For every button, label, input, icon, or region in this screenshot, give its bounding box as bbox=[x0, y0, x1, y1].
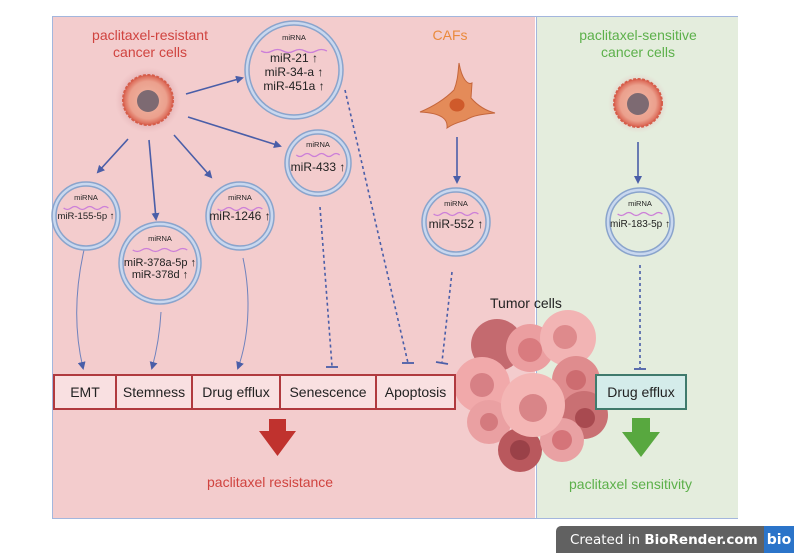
sensitive-cancer-cell-icon bbox=[608, 73, 668, 133]
mirna-name: miR-552 ↑ bbox=[429, 217, 484, 231]
mirna-name: miR-378a-5p ↑ bbox=[124, 257, 196, 269]
inhibit-lines bbox=[319, 89, 641, 368]
inhibit-bars bbox=[326, 361, 646, 370]
mirna-name: miR-21 ↑ bbox=[270, 51, 318, 65]
sensitive-title-line1: paclitaxel-sensitive bbox=[579, 27, 697, 43]
mirna-label: miRNA bbox=[628, 199, 652, 208]
inhibit-v2-senescence bbox=[319, 206, 333, 367]
mirna-name: miR-378d ↑ bbox=[132, 269, 188, 281]
release-arrows bbox=[96, 75, 642, 221]
vesicle-v2: miRNA miR-433 ↑ bbox=[284, 129, 352, 197]
mirna-name: miR-451a ↑ bbox=[263, 79, 324, 93]
outcome-box-row: EMT Stemness Drug efflux Senescence Apop… bbox=[53, 374, 456, 410]
box-senescence: Senescence bbox=[279, 374, 377, 410]
vesicle-v4: miRNA miR-378a-5p ↑miR-378d ↑ bbox=[118, 221, 202, 305]
vesicle-v5: miRNA miR-1246 ↑ bbox=[205, 181, 275, 251]
box-stemness: Stemness bbox=[115, 374, 193, 410]
mirna-label: miRNA bbox=[148, 234, 172, 243]
vesicle-membrane-inner bbox=[52, 182, 120, 250]
mirna-strand-icon bbox=[217, 206, 263, 212]
mirna-strand-icon bbox=[132, 247, 188, 253]
paclitaxel-resistance-label: paclitaxel resistance bbox=[207, 474, 334, 490]
resistance-arrow-icon bbox=[259, 419, 296, 456]
caf-fibroblast-icon bbox=[419, 62, 496, 130]
inhibit-v1-apoptosis bbox=[344, 89, 409, 364]
arrow-to-v5 bbox=[173, 134, 213, 179]
paclitaxel-sensitivity-label: paclitaxel sensitivity bbox=[569, 476, 692, 492]
sensitive-title-line2: cancer cells bbox=[601, 44, 675, 60]
mirna-label: miRNA bbox=[282, 33, 306, 42]
vesicle-v1: miRNA miR-21 ↑miR-34-a ↑miR-451a ↑ bbox=[244, 20, 344, 120]
watermark-brand: BioRender.com bbox=[644, 531, 758, 548]
mirna-name: miR-155-5p ↑ bbox=[57, 211, 114, 222]
vesicle-membrane-inner bbox=[245, 21, 343, 119]
arrow-v5-to-drug-efflux bbox=[236, 257, 249, 370]
mirna-label: miRNA bbox=[444, 199, 468, 208]
sensitivity-arrow-icon bbox=[622, 418, 660, 457]
vesicle-membrane-inner bbox=[206, 182, 274, 250]
mirna-label: miRNA bbox=[306, 140, 330, 149]
arrow-to-v2 bbox=[187, 116, 282, 149]
tumor-cells-cluster-icon bbox=[454, 310, 608, 472]
resistant-cancer-cell-icon bbox=[115, 67, 181, 133]
resistant-title-line2: cancer cells bbox=[113, 44, 187, 60]
arrow-to-v4 bbox=[148, 139, 160, 221]
arrow-to-v1 bbox=[185, 75, 244, 95]
vesicle-membrane-inner bbox=[422, 188, 490, 256]
promote-arrows bbox=[76, 249, 249, 370]
mirna-label: miRNA bbox=[74, 193, 98, 202]
tumor-cells-label: Tumor cells bbox=[490, 295, 562, 311]
box-drug-efflux: Drug efflux bbox=[191, 374, 281, 410]
mirna-strand-icon bbox=[433, 211, 479, 217]
mirna-name: miR-183-5p ↑ bbox=[610, 219, 670, 230]
box-apoptosis: Apoptosis bbox=[375, 374, 456, 410]
inhibit-v6-apoptosis bbox=[441, 271, 453, 363]
mirna-name: miR-1246 ↑ bbox=[209, 209, 270, 223]
mirna-label: miRNA bbox=[228, 193, 252, 202]
vesicle-membrane-inner bbox=[606, 188, 674, 256]
watermark-prefix: Created in bbox=[570, 531, 645, 548]
arrow-v3-to-emt bbox=[76, 249, 86, 370]
vesicle-v3: miRNA miR-155-5p ↑ bbox=[51, 181, 121, 251]
sensitive-cells-title: paclitaxel-sensitive cancer cells bbox=[558, 27, 718, 61]
vesicle-v6: miRNA miR-552 ↑ bbox=[421, 187, 491, 257]
mirna-strand-icon bbox=[617, 211, 663, 217]
arrow-v4-to-stemness bbox=[149, 311, 162, 370]
vesicle-membrane-inner bbox=[119, 222, 201, 304]
biorender-logo-icon: bio bbox=[764, 526, 794, 553]
cafs-title: CAFs bbox=[432, 27, 468, 43]
biorender-watermark[interactable]: Created in BioRender.com bio bbox=[556, 526, 794, 553]
mirna-strand-icon bbox=[295, 152, 341, 158]
arrow-to-v3 bbox=[96, 138, 129, 174]
vesicle-membrane-inner bbox=[285, 130, 351, 196]
box-sensitive-drug-efflux: Drug efflux bbox=[595, 374, 687, 410]
box-emt: EMT bbox=[53, 374, 117, 410]
mirna-name: miR-433 ↑ bbox=[291, 160, 346, 174]
mirna-name: miR-34-a ↑ bbox=[265, 65, 324, 79]
resistant-title-line1: paclitaxel-resistant bbox=[92, 27, 208, 43]
mirna-strand-icon bbox=[63, 205, 109, 211]
resistant-cells-title: paclitaxel-resistant cancer cells bbox=[70, 27, 230, 61]
mirna-strand-icon bbox=[260, 48, 328, 54]
vesicle-v7: miRNA miR-183-5p ↑ bbox=[605, 187, 675, 257]
